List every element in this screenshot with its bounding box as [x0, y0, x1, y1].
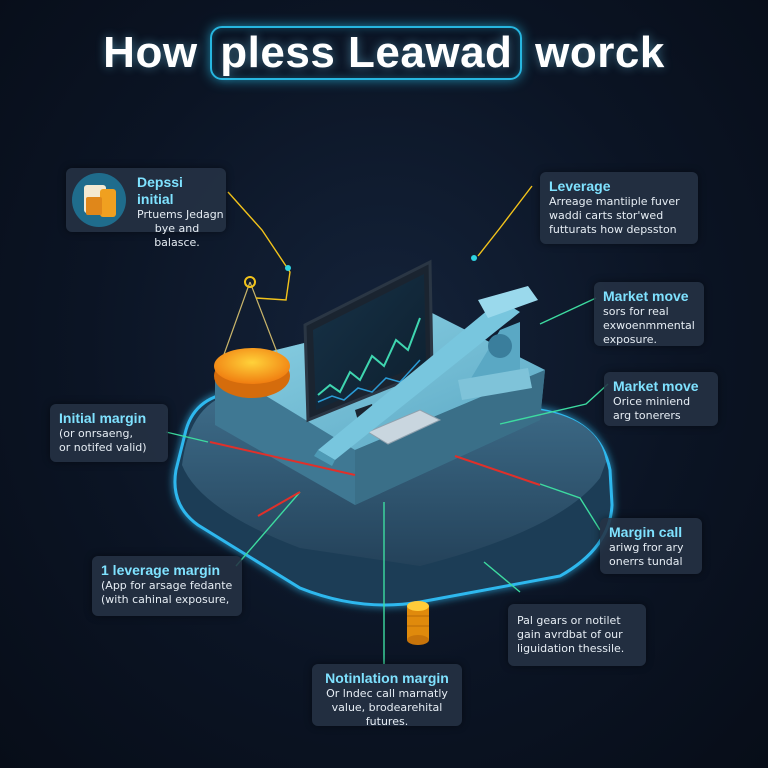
card-deposit-initial-line: Prtuems Jedagn: [137, 208, 224, 221]
fulcrum: [458, 322, 532, 400]
card-margin-call-line: onerrs tundal: [609, 555, 683, 568]
card-initial-margin: Initial margin (or onrsaeng, or notifed …: [50, 404, 168, 462]
card-market-move-2-line: arg tonerers: [613, 409, 681, 422]
card-deposit-initial-line: bye and: [154, 222, 200, 235]
card-initial-margin-line: or notifed valid): [59, 441, 147, 454]
card-market-move-1: Market move sors for real exwoenmmental …: [594, 282, 704, 346]
card-leverage-margin: 1 leverage margin (App for arsage fedant…: [92, 556, 242, 616]
card-leverage-margin-heading: 1 leverage margin: [101, 562, 221, 578]
card-notional-margin-line: value, brodearehital: [331, 701, 443, 714]
card-deposit-initial-line: balasce.: [154, 236, 200, 249]
keyboard: [366, 409, 442, 445]
scale-pan: [214, 276, 290, 398]
page-title: How pless Leawad worck: [0, 26, 768, 80]
card-leverage-heading: Leverage: [549, 178, 611, 194]
card-market-move-1-heading: Market move: [603, 288, 689, 304]
title-part-1: How: [103, 28, 211, 77]
title-highlight: pless Leawad: [210, 26, 523, 80]
wallet-icon: [72, 173, 126, 227]
card-liquidation-line: Pal gears or notilet: [517, 614, 621, 627]
connectors: [165, 185, 609, 664]
card-leverage-margin-line: (App for arsage fedante: [101, 579, 233, 592]
lever-arm: [314, 286, 538, 466]
card-margin-call-line: ariwg fror ary: [609, 541, 684, 554]
card-leverage-line: waddi carts stor'wed: [549, 209, 664, 222]
card-deposit-initial: Depssi initial Prtuems Jedagn bye and ba…: [66, 168, 226, 249]
card-margin-call-heading: Margin call: [609, 524, 683, 540]
card-market-move-2: Market move Orice miniend arg tonerers: [604, 372, 718, 426]
card-notional-margin-line: Or lndec call marnatly: [326, 687, 448, 700]
card-leverage-margin-line: (with cahinal exposure,: [101, 593, 230, 606]
card-market-move-1-line: exwoenmmental: [603, 319, 695, 332]
card-liquidation-line: gain avrdbat of our: [517, 628, 623, 641]
card-notional-margin-heading: Notinlation margin: [325, 670, 449, 686]
card-leverage-line: futturats how depsston: [549, 223, 677, 236]
card-notional-margin: Notinlation margin Or lndec call marnatl…: [312, 664, 462, 728]
card-deposit-initial-heading: Depssi initial: [137, 174, 183, 207]
card-liquidation-line: liguidation thessile.: [517, 642, 625, 655]
card-margin-call: Margin call ariwg fror ary onerrs tundal: [600, 518, 702, 574]
card-market-move-1-line: sors for real: [603, 305, 669, 318]
card-notional-margin-line: futures.: [365, 715, 409, 728]
card-market-move-2-heading: Market move: [613, 378, 699, 394]
card-initial-margin-line: (or onrsaeng,: [59, 427, 133, 440]
card-market-move-1-line: exposure.: [603, 333, 658, 346]
card-market-move-2-line: Orice miniend: [613, 395, 691, 408]
card-leverage: Leverage Arreage mantiiple fuver waddi c…: [540, 172, 698, 244]
title-part-2: worck: [522, 28, 665, 77]
card-liquidation: Pal gears or notilet gain avrdbat of our…: [508, 604, 646, 666]
card-initial-margin-heading: Initial margin: [59, 410, 147, 426]
coin-stack: [407, 601, 429, 645]
card-leverage-line: Arreage mantiiple fuver: [549, 195, 680, 208]
